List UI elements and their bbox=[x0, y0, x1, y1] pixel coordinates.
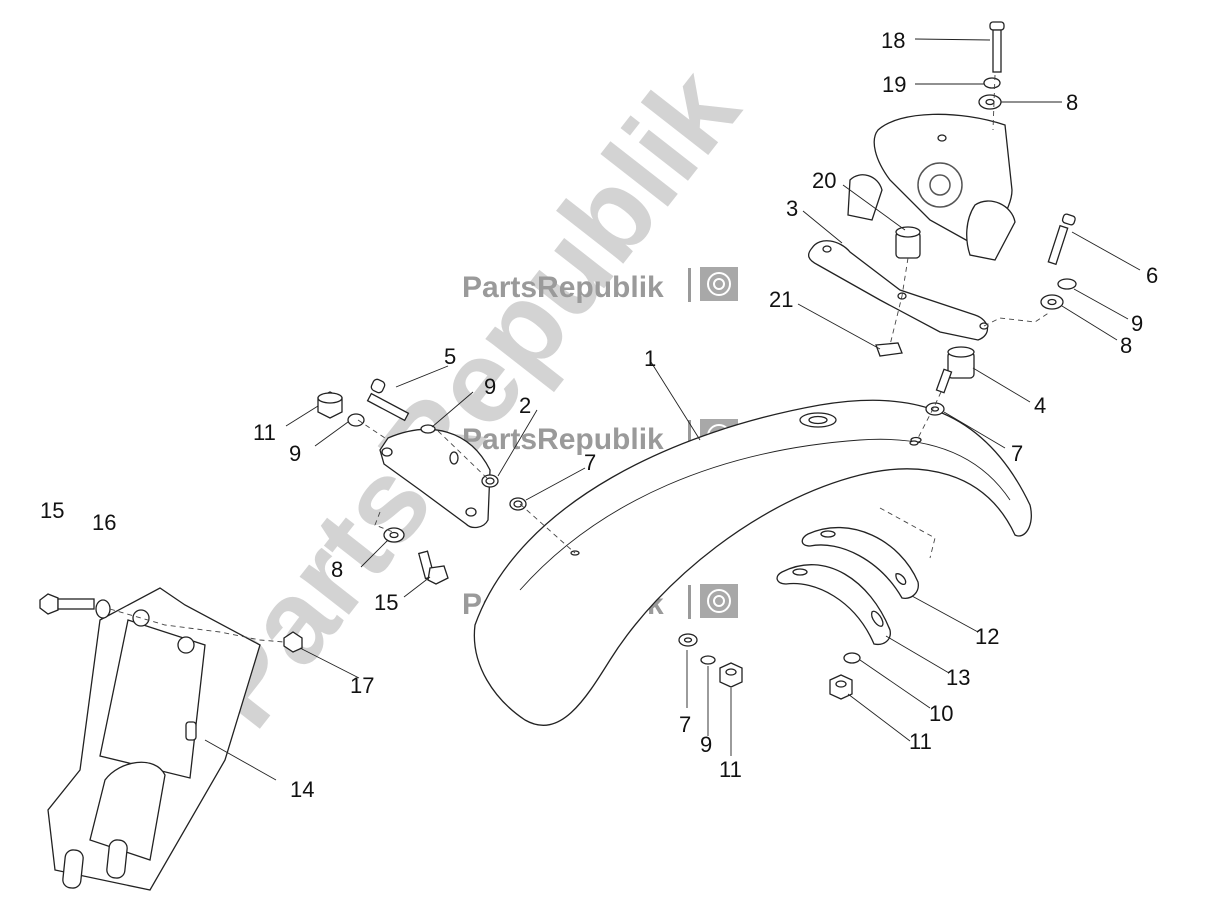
washer-part-7-right bbox=[925, 402, 945, 416]
washer-part-8-right bbox=[1040, 294, 1064, 310]
callout-10: 10 bbox=[929, 701, 953, 726]
callout-6: 6 bbox=[1146, 263, 1158, 288]
callout-8: 8 bbox=[1066, 90, 1078, 115]
nut-part-11-right bbox=[829, 674, 853, 700]
washer-part-7-bottom bbox=[678, 633, 698, 647]
callout-20: 20 bbox=[812, 168, 836, 193]
plate-holder-part-14 bbox=[47, 587, 261, 891]
callout-5: 5 bbox=[444, 344, 456, 369]
callout-8: 8 bbox=[331, 557, 343, 582]
mudguard-part-1 bbox=[473, 399, 1032, 726]
callout-1: 1 bbox=[644, 346, 656, 371]
nut-part-17 bbox=[283, 631, 303, 653]
callout-9: 9 bbox=[700, 732, 712, 757]
nut-part-11-bottom bbox=[719, 662, 743, 688]
washer-part-16 bbox=[95, 599, 111, 619]
callout-15: 15 bbox=[374, 590, 398, 615]
screw-part-18 bbox=[989, 21, 1005, 73]
callout-19: 19 bbox=[882, 72, 906, 97]
washer-part-8-top bbox=[978, 94, 1002, 110]
leader-lines bbox=[204, 38, 1141, 781]
strip-part-13 bbox=[776, 564, 891, 646]
watermark-row-1: PartsRepublik bbox=[462, 267, 738, 304]
screw-part-5 bbox=[366, 378, 410, 422]
nut-part-11-left bbox=[317, 391, 343, 419]
screw-part-6 bbox=[1047, 213, 1076, 266]
callout-labels: 18 19 8 20 3 6 9 8 21 4 7 1 5 9 2 7 11 9… bbox=[40, 28, 1158, 802]
assembly-lines bbox=[109, 74, 1051, 643]
washer-part-8-left bbox=[383, 527, 405, 543]
callout-17: 17 bbox=[350, 673, 374, 698]
housing-bracket bbox=[847, 113, 1016, 261]
callout-12: 12 bbox=[975, 624, 999, 649]
rubber-bush-part-20 bbox=[895, 226, 921, 259]
callout-15: 15 bbox=[40, 498, 64, 523]
washer-part-9-bottom bbox=[700, 655, 716, 665]
callout-7: 7 bbox=[1011, 441, 1023, 466]
callout-16: 16 bbox=[92, 510, 116, 535]
rubber-mount-part-4 bbox=[935, 346, 975, 394]
watermark-text: PartsRepublik bbox=[462, 423, 664, 456]
callout-13: 13 bbox=[946, 665, 970, 690]
callout-7: 7 bbox=[679, 712, 691, 737]
gear-icon bbox=[917, 162, 963, 208]
bracket-part-2 bbox=[379, 428, 527, 529]
washer-part-9-left bbox=[420, 424, 436, 434]
callout-14: 14 bbox=[290, 777, 314, 802]
gear-icon bbox=[700, 584, 738, 618]
watermark-text: PartsRepublik bbox=[462, 271, 664, 304]
callout-9: 9 bbox=[1131, 311, 1143, 336]
strip-part-12 bbox=[801, 526, 919, 599]
callout-18: 18 bbox=[881, 28, 905, 53]
washer-part-10 bbox=[843, 652, 861, 664]
bolt-part-15-left bbox=[39, 593, 95, 615]
callout-9: 9 bbox=[484, 374, 496, 399]
gear-icon bbox=[700, 267, 738, 301]
callout-8: 8 bbox=[1120, 333, 1132, 358]
washer-part-9-nut bbox=[347, 413, 365, 427]
callout-7: 7 bbox=[584, 450, 596, 475]
callout-3: 3 bbox=[786, 196, 798, 221]
washer-part-19 bbox=[983, 77, 1001, 89]
bolt-part-15-center bbox=[417, 550, 449, 585]
callout-11: 11 bbox=[719, 757, 742, 782]
clip-nut-part-21 bbox=[875, 342, 903, 357]
callout-11: 11 bbox=[909, 729, 932, 754]
watermark-row-2: PartsRepublik bbox=[462, 419, 738, 456]
callout-21: 21 bbox=[769, 287, 793, 312]
callout-2: 2 bbox=[519, 393, 531, 418]
washer-part-9-right bbox=[1057, 278, 1077, 290]
callout-4: 4 bbox=[1034, 393, 1046, 418]
callout-9: 9 bbox=[289, 441, 301, 466]
callout-11: 11 bbox=[253, 420, 276, 445]
